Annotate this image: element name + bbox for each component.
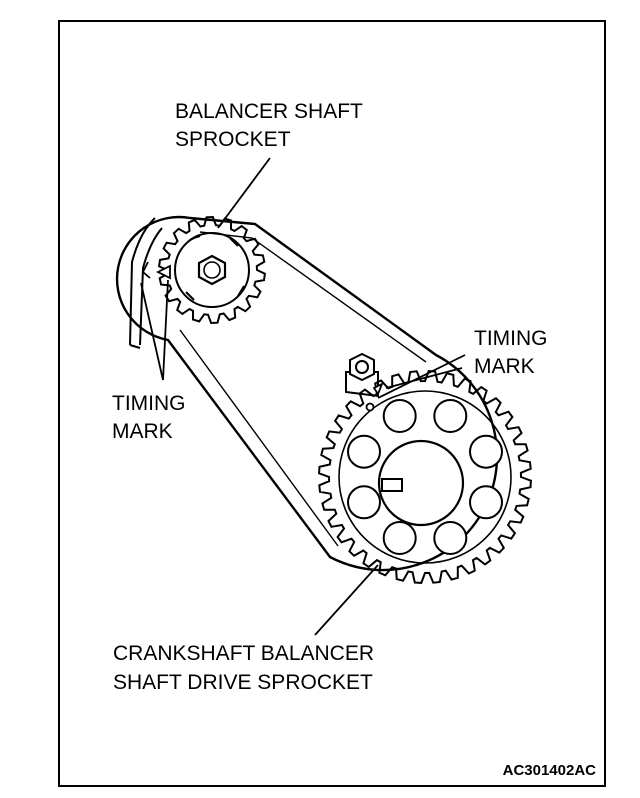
crankshaft-sprocket-hole bbox=[433, 521, 468, 555]
timing-mark-left-line2: MARK bbox=[112, 420, 173, 443]
crankshaft-sprocket-hole bbox=[347, 434, 381, 469]
belt-tensioner bbox=[345, 352, 379, 398]
crankshaft-sprocket-hole bbox=[469, 434, 503, 469]
crankshaft-key bbox=[381, 478, 403, 492]
leader-timing-right-1 bbox=[377, 354, 466, 399]
balancer-sprocket-bolt bbox=[197, 254, 227, 286]
figure-frame bbox=[58, 20, 606, 787]
leader-timing-right-2 bbox=[385, 367, 463, 389]
crankshaft-sprocket-holes bbox=[347, 399, 503, 555]
crank-timing-dot bbox=[365, 402, 375, 412]
crank-timing-mark-triangle bbox=[372, 382, 384, 396]
timing-mark-right-line2: MARK bbox=[474, 355, 535, 378]
timing-mark-right-line1: TIMING bbox=[474, 327, 548, 350]
crankshaft-drive-sprocket bbox=[318, 370, 532, 584]
balancer-label-line2: SPROCKET bbox=[175, 128, 291, 151]
balancer-sprocket-hub bbox=[174, 232, 250, 308]
case-timing-mark bbox=[141, 261, 151, 279]
engine-case-edge bbox=[129, 217, 163, 349]
leader-lines bbox=[140, 157, 466, 636]
crankshaft-label-line1: CRANKSHAFT BALANCER bbox=[113, 642, 375, 665]
crankshaft-sprocket-hole bbox=[469, 485, 503, 520]
crankshaft-sprocket-tooth-ring bbox=[318, 370, 532, 584]
leader-balancer bbox=[217, 157, 271, 229]
leader-timing-left-2 bbox=[162, 279, 169, 381]
leader-crankshaft bbox=[314, 564, 379, 636]
crankshaft-label-line2: SHAFT DRIVE SPROCKET bbox=[113, 671, 373, 694]
balancer-sprocket-slots bbox=[185, 235, 245, 301]
crankshaft-sprocket-hole bbox=[347, 485, 381, 520]
timing-belt bbox=[115, 215, 499, 572]
crankshaft-bore bbox=[377, 439, 465, 527]
crankshaft-sprocket-hole bbox=[382, 399, 417, 433]
timing-mark-left-line1: TIMING bbox=[112, 392, 186, 415]
balancer-timing-mark-triangle bbox=[155, 264, 171, 280]
timing-marks bbox=[141, 261, 384, 412]
balancer-label-line1: BALANCER SHAFT bbox=[175, 100, 363, 123]
balancer-shaft-sprocket bbox=[158, 215, 266, 325]
crankshaft-sprocket-teeth bbox=[318, 370, 532, 584]
crankshaft-sprocket-hole bbox=[382, 521, 417, 555]
crankshaft-sprocket-hole bbox=[433, 399, 468, 433]
leader-timing-left-1 bbox=[140, 282, 164, 381]
figure-code: AC301402AC bbox=[502, 762, 596, 779]
